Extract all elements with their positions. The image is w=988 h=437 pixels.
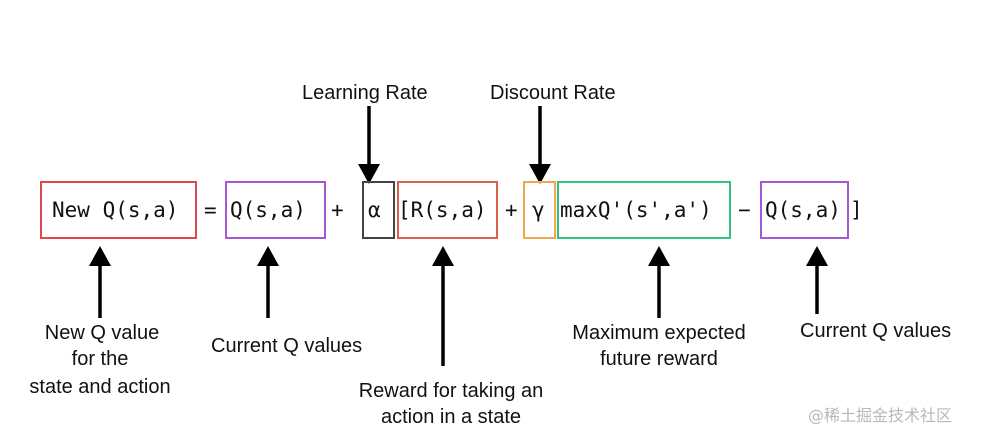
new-q-label-line1: New Q value: [44, 322, 160, 344]
formula-plus-1: +: [331, 198, 344, 222]
formula-current-q: Q(s,a): [230, 198, 306, 222]
formula-equals: =: [204, 198, 217, 222]
reward-label-line1: Reward for taking an: [358, 380, 544, 402]
reward-label: Reward for taking an action in a state: [346, 378, 556, 430]
watermark-text: @稀土掘金技术社区: [808, 406, 953, 425]
alpha-box: [362, 181, 395, 239]
formula-close-bracket: ]: [850, 198, 863, 222]
new-q-label-line2: for the: [71, 348, 129, 370]
formula-plus-2: +: [505, 198, 518, 222]
new-q-arrow: [89, 246, 111, 318]
max-reward-label: Maximum expected future reward: [561, 320, 757, 372]
learning-rate-label: Learning Rate: [302, 82, 428, 104]
formula-reward: [R(s,a): [398, 198, 487, 222]
current-q-arrow: [257, 246, 279, 318]
maxq-arrow: [648, 246, 670, 318]
reward-box: [397, 181, 498, 239]
formula-current-q2: Q(s,a): [765, 198, 841, 222]
current-q2-box: [760, 181, 849, 239]
current-q2-arrow: [806, 246, 828, 314]
current-q-label: Current Q values: [211, 335, 363, 357]
discount-rate-arrow: [529, 106, 551, 184]
discount-rate-label: Discount Rate: [490, 82, 616, 104]
reward-label-line2: action in a state: [380, 406, 522, 428]
new-q-box: [40, 181, 197, 239]
new-q-label-line3: state and action: [29, 376, 171, 398]
max-reward-label-line2: future reward: [600, 348, 718, 370]
formula-new-q: New Q(s,a): [52, 198, 179, 222]
formula-alpha: α: [368, 198, 381, 222]
reward-arrow: [432, 246, 454, 366]
max-reward-label-line1: Maximum expected: [572, 322, 746, 344]
new-q-label: New Q value for the state and action: [8, 320, 192, 400]
learning-rate-arrow: [358, 106, 380, 184]
gamma-box: [523, 181, 556, 239]
formula-maxq: maxQ'(s',a'): [560, 198, 712, 222]
current-q2-label: Current Q values: [800, 320, 952, 342]
formula-gamma: γ: [532, 198, 545, 222]
formula-minus: −: [738, 198, 751, 222]
maxq-box: [557, 181, 731, 239]
current-q-box: [225, 181, 326, 239]
